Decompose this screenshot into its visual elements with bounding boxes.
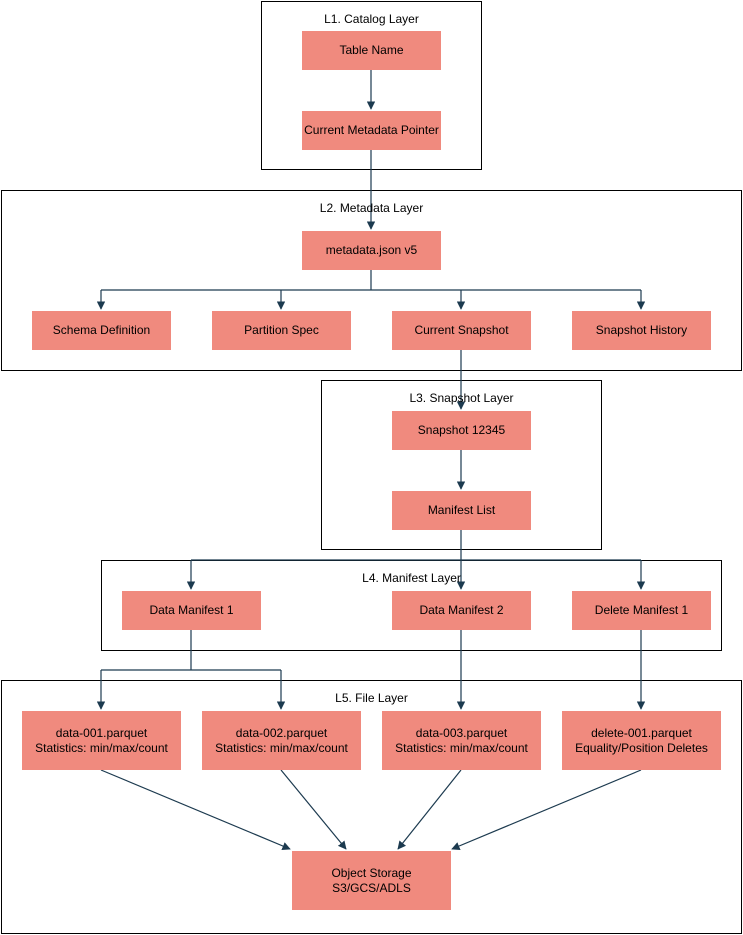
data-003-node: data-003.parquet Statistics: min/max/cou… — [382, 711, 541, 770]
object-storage-node: Object Storage S3/GCS/ADLS — [292, 851, 451, 910]
current-snapshot-label: Current Snapshot — [414, 323, 509, 337]
current-metadata-pointer-label: Current Metadata Pointer — [304, 123, 439, 137]
current-metadata-pointer-node: Current Metadata Pointer — [302, 111, 441, 150]
schema-definition-node: Schema Definition — [32, 311, 171, 350]
table-name-label: Table Name — [339, 43, 404, 57]
data-manifest-1-node: Data Manifest 1 — [122, 591, 261, 630]
snapshot-layer-title: L3. Snapshot Layer — [409, 391, 514, 405]
partition-spec-node: Partition Spec — [212, 311, 351, 350]
data-001-node: data-001.parquet Statistics: min/max/cou… — [22, 711, 181, 770]
object-storage-providers: S3/GCS/ADLS — [332, 880, 411, 895]
delete-manifest-1-label: Delete Manifest 1 — [594, 603, 689, 617]
data-001-details: Statistics: min/max/count — [35, 740, 168, 755]
object-storage-title: Object Storage — [331, 865, 412, 880]
data-manifest-2-node: Data Manifest 2 — [392, 591, 531, 630]
data-002-details: Statistics: min/max/count — [215, 740, 348, 755]
data-002-node: data-002.parquet Statistics: min/max/cou… — [202, 711, 361, 770]
file-layer-title: L5. File Layer — [335, 691, 408, 705]
catalog-layer-title: L1. Catalog Layer — [324, 12, 419, 26]
partition-spec-label: Partition Spec — [244, 323, 319, 337]
schema-definition-label: Schema Definition — [52, 323, 151, 337]
snapshot-history-node: Snapshot History — [572, 311, 711, 350]
delete-001-filename: delete-001.parquet — [591, 725, 692, 740]
data-001-filename: data-001.parquet — [55, 725, 148, 740]
data-003-details: Statistics: min/max/count — [395, 740, 528, 755]
metadata-json-node: metadata.json v5 — [302, 231, 441, 270]
metadata-json-label: metadata.json v5 — [325, 243, 418, 257]
metadata-layer-title: L2. Metadata Layer — [319, 201, 424, 215]
data-manifest-1-label: Data Manifest 1 — [149, 603, 234, 617]
snapshot-12345-label: Snapshot 12345 — [417, 423, 506, 437]
data-003-filename: data-003.parquet — [415, 725, 508, 740]
snapshot-history-label: Snapshot History — [595, 323, 688, 337]
manifest-list-label: Manifest List — [427, 503, 496, 517]
delete-manifest-1-node: Delete Manifest 1 — [572, 591, 711, 630]
current-snapshot-node: Current Snapshot — [392, 311, 531, 350]
delete-001-details: Equality/Position Deletes — [575, 740, 708, 755]
manifest-list-node: Manifest List — [392, 491, 531, 530]
data-manifest-2-label: Data Manifest 2 — [419, 603, 504, 617]
snapshot-12345-node: Snapshot 12345 — [392, 411, 531, 450]
manifest-layer-title: L4. Manifest Layer — [362, 571, 461, 585]
delete-001-node: delete-001.parquet Equality/Position Del… — [562, 711, 721, 770]
table-name-node: Table Name — [302, 31, 441, 70]
data-002-filename: data-002.parquet — [235, 725, 328, 740]
